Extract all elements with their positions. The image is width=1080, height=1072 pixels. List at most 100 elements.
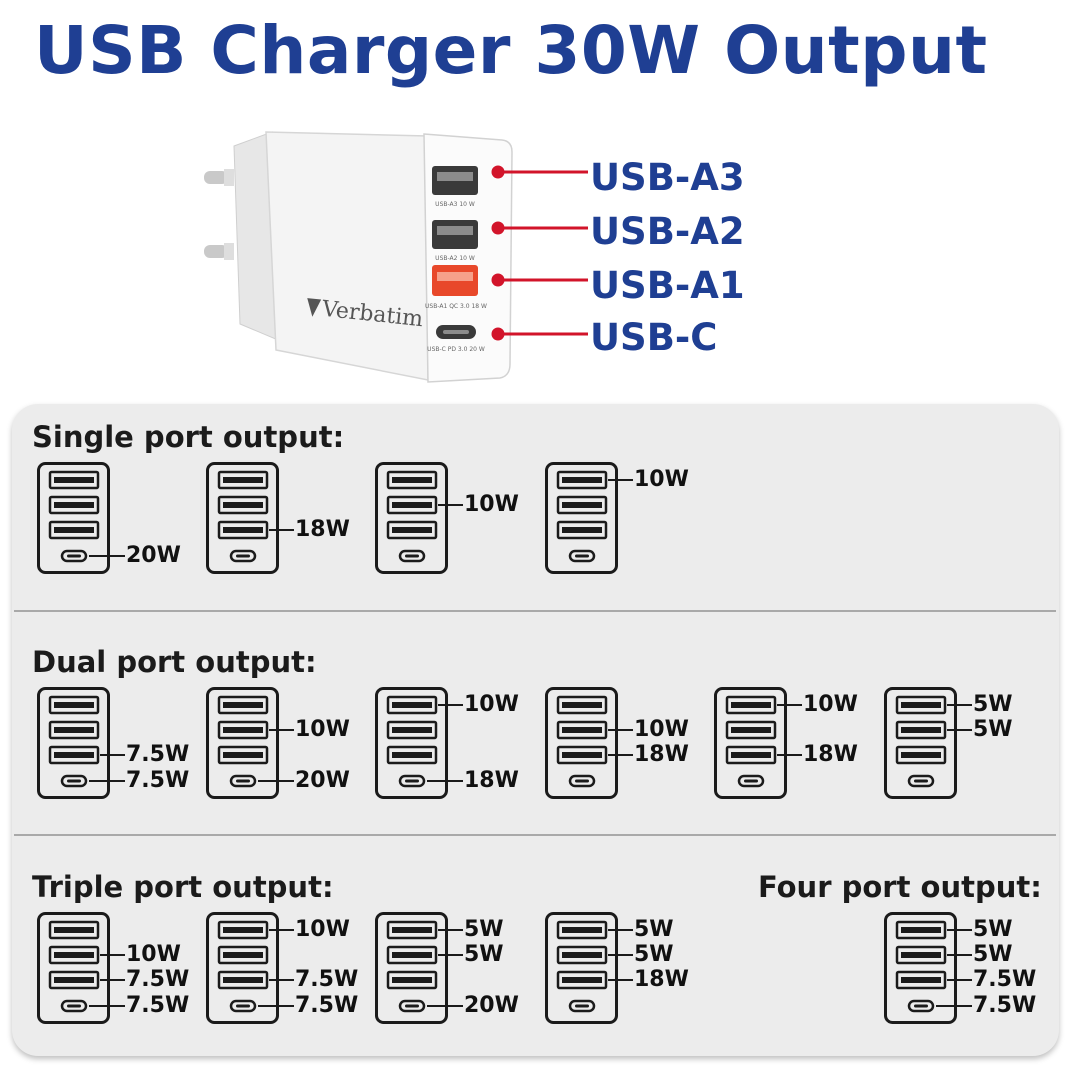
- wattage-label: 10W: [464, 692, 519, 717]
- usb-c-port-icon: [568, 999, 596, 1013]
- usb-c-tongue: [575, 1004, 589, 1008]
- wattage-label: 5W: [973, 692, 1013, 717]
- charger-face-icon: [714, 687, 802, 799]
- usb-a-port-icon: [556, 920, 608, 940]
- usb-a-port-icon: [48, 695, 100, 715]
- section-title-triple: Triple port output:: [32, 870, 334, 904]
- charger-outline: [884, 912, 957, 1024]
- usb-a-port-icon: [895, 945, 947, 965]
- charger-outline: [206, 687, 279, 799]
- usb-c-port-icon: [398, 549, 426, 563]
- charger-face-icon: [375, 462, 463, 574]
- wattage-label: 7.5W: [126, 768, 190, 793]
- usb-a-tongue: [223, 502, 263, 508]
- usb-a-port-icon: [895, 695, 947, 715]
- usb-a-tongue: [392, 477, 432, 483]
- port-config: 10W: [375, 462, 545, 580]
- wattage-label: 10W: [295, 917, 350, 942]
- wattage-label: 18W: [295, 517, 350, 542]
- charger-outline: [37, 462, 110, 574]
- plug-prong-top: [204, 169, 234, 186]
- usb-c-port-icon: [229, 774, 257, 788]
- usb-c-port: [436, 325, 476, 339]
- usb-a-port-icon: [386, 520, 438, 540]
- wattage-label: 18W: [464, 768, 519, 793]
- wattage-label: 5W: [634, 942, 674, 967]
- usb-a-tongue: [392, 927, 432, 933]
- usb-a-tongue: [731, 752, 771, 758]
- usb-a-port-icon: [48, 970, 100, 990]
- usb-a-tongue: [392, 702, 432, 708]
- usb-c-tongue: [236, 1004, 250, 1008]
- usb-c-port-icon: [60, 774, 88, 788]
- usb-c-port-icon: [568, 549, 596, 563]
- usb-a-tongue: [901, 727, 941, 733]
- wattage-label: 10W: [464, 492, 519, 517]
- charger-outline: [884, 687, 957, 799]
- usb-a-tongue: [562, 927, 602, 933]
- usb-a-port-icon: [386, 720, 438, 740]
- wattage-label: 20W: [295, 768, 350, 793]
- port-print-c: USB-C PD 3.0 20 W: [427, 346, 485, 353]
- wattage-label: 5W: [634, 917, 674, 942]
- wattage-label: 20W: [126, 543, 181, 568]
- usb-a-port-icon: [895, 745, 947, 765]
- charger-face-icon: [375, 912, 463, 1024]
- usb-c-port-icon: [229, 999, 257, 1013]
- port-print-a1: USB-A1 QC 3.0 18 W: [425, 303, 487, 310]
- charger-outline: [545, 687, 618, 799]
- usb-a-tongue: [562, 477, 602, 483]
- usb-a-tongue: [901, 752, 941, 758]
- usb-a-port-icon: [895, 720, 947, 740]
- port-label-usb-a2: USB-A2: [590, 210, 745, 253]
- usb-c-port-icon: [398, 774, 426, 788]
- usb-a-tongue: [54, 727, 94, 733]
- usb-a-port-icon: [217, 520, 269, 540]
- usb-a-tongue: [901, 702, 941, 708]
- usb-c-port-icon: [737, 774, 765, 788]
- wattage-label: 7.5W: [126, 993, 190, 1018]
- usb-c-tongue: [575, 779, 589, 783]
- port-label-usb-a1: USB-A1: [590, 264, 745, 307]
- wattage-label: 7.5W: [126, 742, 190, 767]
- usb-c-tongue: [67, 779, 81, 783]
- wattage-label: 5W: [973, 917, 1013, 942]
- charger-face-icon: [884, 687, 972, 799]
- usb-a-tongue: [562, 977, 602, 983]
- wattage-label: 10W: [295, 717, 350, 742]
- usb-a-port-icon: [217, 720, 269, 740]
- charger-face-icon: [206, 687, 294, 799]
- usb-a-port-icon: [725, 695, 777, 715]
- usb-a-port-icon: [386, 920, 438, 940]
- usb-a-port-icon: [725, 720, 777, 740]
- usb-a-tongue: [54, 977, 94, 983]
- usb-a-tongue: [901, 927, 941, 933]
- usb-a-port-icon: [556, 745, 608, 765]
- usb-a-port-icon: [217, 745, 269, 765]
- usb-a-port-icon: [895, 970, 947, 990]
- usb-a-tongue: [392, 752, 432, 758]
- usb-c-port-icon: [60, 999, 88, 1013]
- charger-face-icon: [545, 462, 633, 574]
- charger-face-icon: [545, 912, 633, 1024]
- usb-a-port-icon: [895, 920, 947, 940]
- usb-a-tongue: [223, 927, 263, 933]
- charger-outline: [375, 462, 448, 574]
- usb-a-tongue: [562, 752, 602, 758]
- wattage-label: 10W: [634, 717, 689, 742]
- usb-a-tongue: [392, 727, 432, 733]
- usb-c-port-icon: [398, 999, 426, 1013]
- usb-a-port-icon: [48, 520, 100, 540]
- usb-a-port-icon: [217, 920, 269, 940]
- usb-a-port-icon: [556, 495, 608, 515]
- port-config: 10W: [545, 462, 715, 580]
- charger-face-icon: [206, 462, 294, 574]
- usb-c-port-icon: [907, 774, 935, 788]
- usb-a-port-icon: [556, 695, 608, 715]
